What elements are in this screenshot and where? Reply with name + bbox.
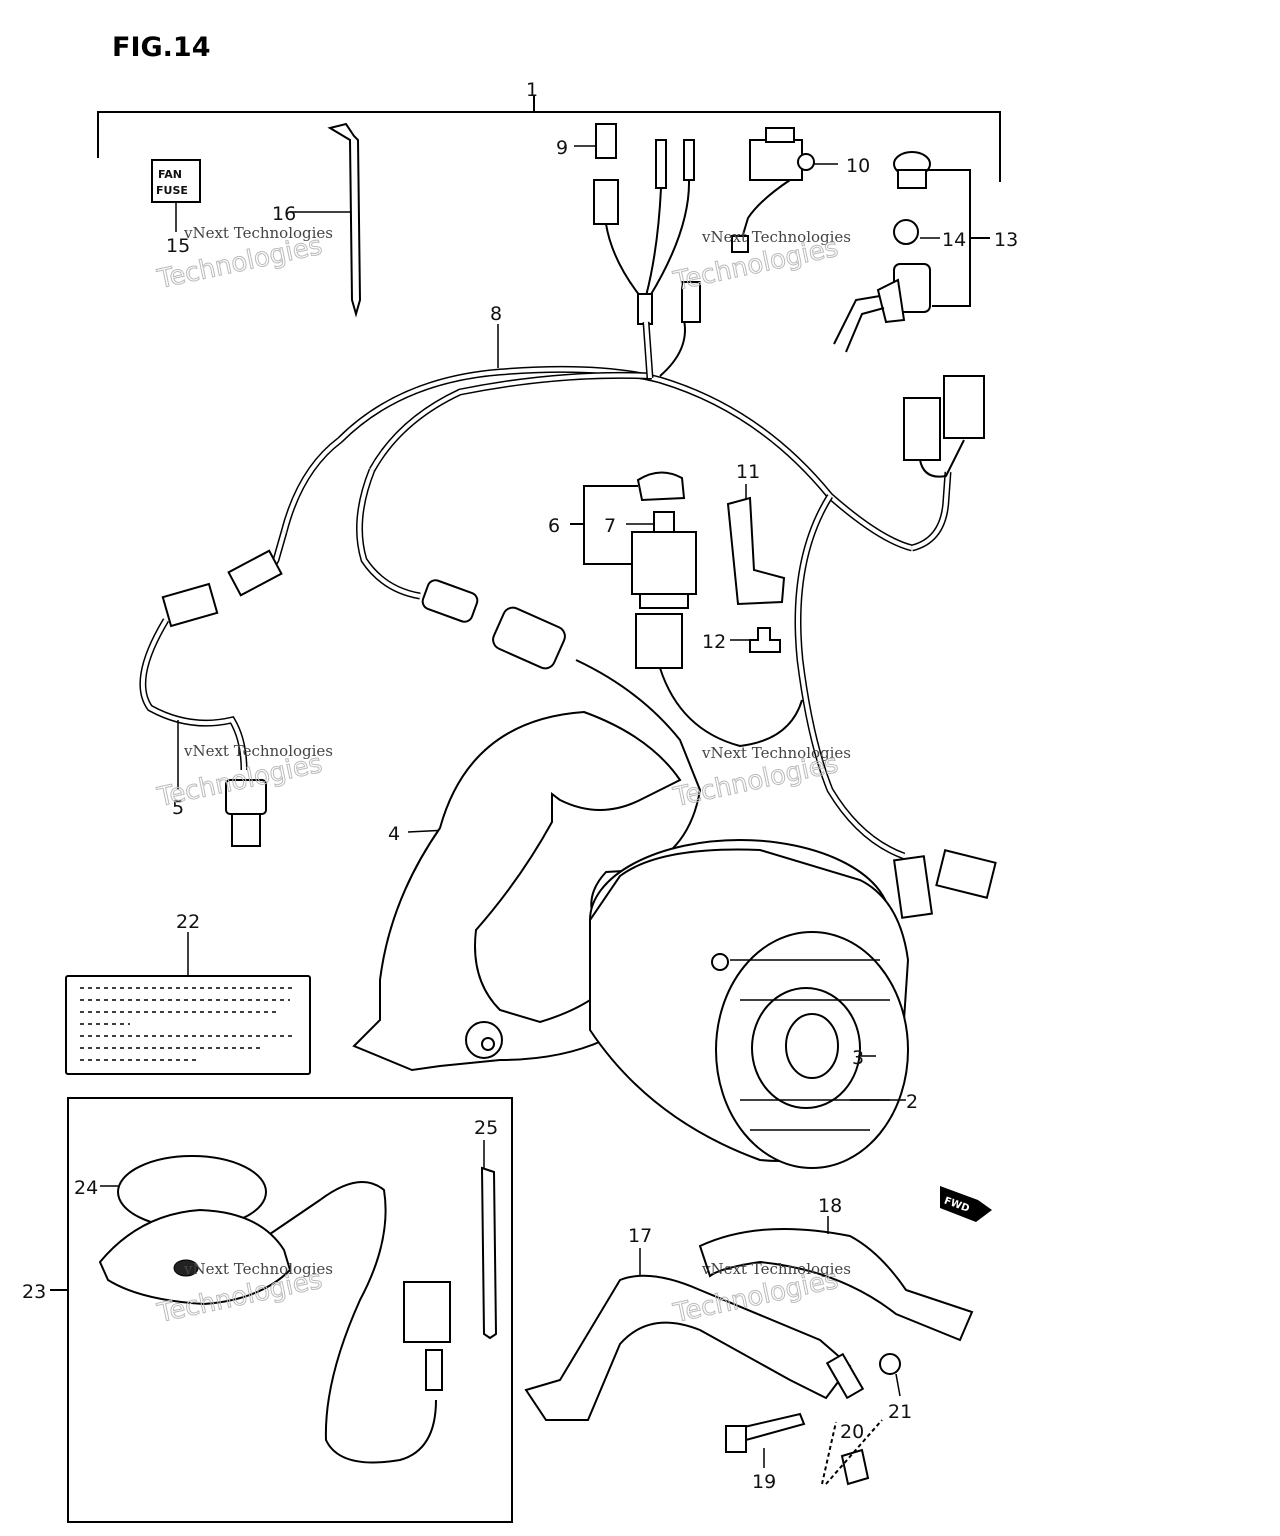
callout-21: 21 [888, 1401, 912, 1423]
indicator-switch-10 [731, 127, 838, 253]
callout-20: 20 [840, 1421, 864, 1443]
callout-25: 25 [474, 1117, 498, 1139]
watermark-4a: vNext Technologies [701, 744, 851, 762]
callout-10: 10 [846, 155, 870, 177]
fan-motor-2 [589, 839, 910, 1169]
fan-brackets [524, 1216, 974, 1486]
callout-3: 3 [852, 1047, 864, 1069]
callout-22: 22 [176, 911, 200, 933]
watermark-5a: vNext Technologies [183, 1260, 333, 1278]
callout-15: 15 [166, 235, 190, 257]
callout-16: 16 [272, 203, 296, 225]
set-bracket [97, 96, 1001, 182]
watermark-1a: vNext Technologies [183, 224, 333, 242]
figure-title: FIG.14 [112, 32, 210, 63]
forward-arrow: FWD [940, 1186, 992, 1222]
callout-9: 9 [556, 137, 568, 159]
main-harness-8 [161, 281, 985, 628]
callout-17: 17 [628, 1225, 652, 1247]
callout-1: 1 [526, 79, 538, 101]
callout-13: 13 [994, 229, 1018, 251]
relay-assembly-6 [570, 471, 803, 748]
caution-label-22 [65, 932, 311, 1075]
thermo-sensor-23 [50, 1097, 513, 1523]
callout-6: 6 [548, 515, 560, 537]
fuse-label-line2: FUSE [156, 184, 188, 197]
callout-19: 19 [752, 1471, 776, 1493]
lamp-socket-13 [833, 151, 990, 353]
callout-24: 24 [74, 1177, 98, 1199]
callout-5: 5 [172, 797, 184, 819]
watermark-6a: vNext Technologies [701, 1260, 851, 1278]
watermark-2a: vNext Technologies [701, 228, 851, 246]
callout-7: 7 [604, 515, 616, 537]
callout-12: 12 [702, 631, 726, 653]
watermark-3a: vNext Technologies [183, 742, 333, 760]
fuse-9 [574, 123, 695, 325]
fan-fuse-label: FAN FUSE [151, 159, 201, 232]
fan-shroud-4 [352, 710, 682, 1072]
fuse-label-line1: FAN [158, 168, 182, 181]
callout-11: 11 [736, 461, 760, 483]
thermo-switch-5 [139, 618, 267, 847]
callout-numbers: 1 2 3 4 5 6 7 8 9 10 11 12 13 14 15 16 1… [22, 79, 1018, 1493]
callout-14: 14 [942, 229, 966, 251]
callout-4: 4 [388, 823, 400, 845]
callout-2: 2 [906, 1091, 918, 1113]
callout-8: 8 [490, 303, 502, 325]
fan-lead-wire [492, 494, 997, 941]
cable-tie-16 [290, 122, 362, 318]
callout-23: 23 [22, 1281, 46, 1303]
callout-18: 18 [818, 1195, 842, 1217]
